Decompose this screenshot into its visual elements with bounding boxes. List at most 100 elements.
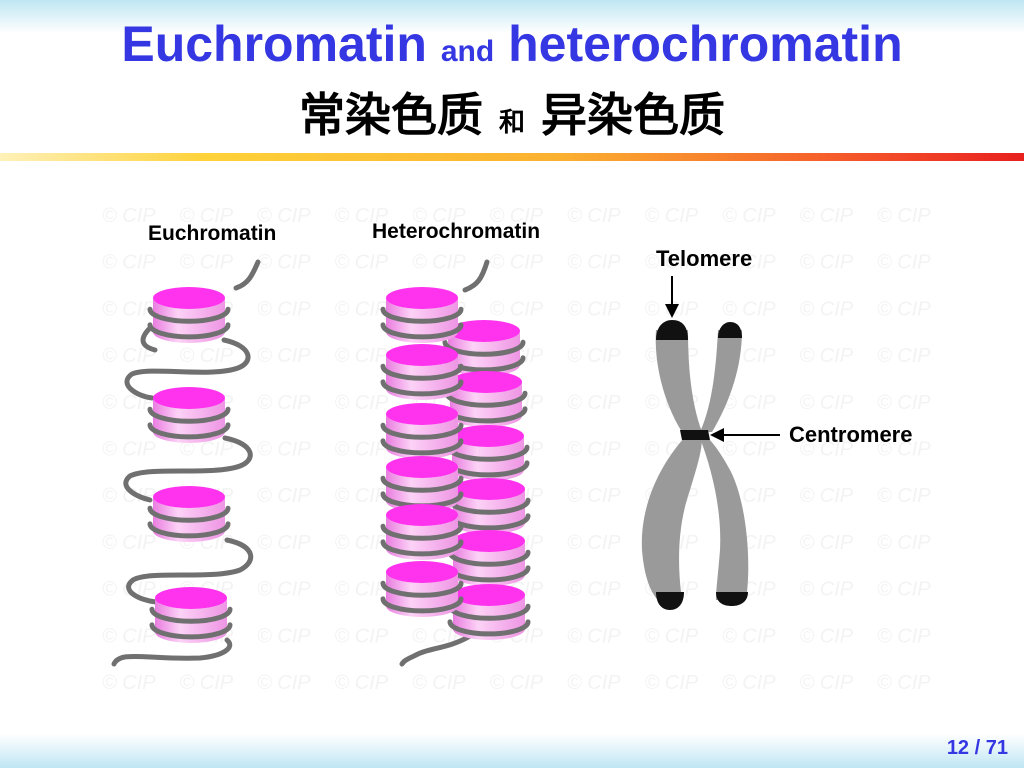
watermark-text: © CIP [257,345,311,367]
watermark-text: © CIP [335,252,389,274]
watermark-text: © CIP [800,672,854,694]
nucleosome [380,456,464,512]
watermark-text: © CIP [257,298,311,320]
header-background [0,0,1024,150]
dna-wrap [380,438,464,456]
watermark-text: © CIP [722,252,776,274]
dna-wrap [147,505,231,523]
watermark-text: © CIP [567,345,621,367]
dna-wrap [444,390,528,408]
nucleosome-top [453,478,525,500]
watermark-text: © CIP [567,298,621,320]
watermark-text: © CIP [102,485,156,507]
watermark-text: © CIP [412,672,466,694]
watermark-text: © CIP [180,439,234,461]
nucleosome-top [386,287,458,309]
slide-title-chinese: 常染色质 和 异染色质 [0,86,1024,152]
watermark-text: © CIP [567,439,621,461]
watermark-text: © CIP [335,672,389,694]
label-telomere: Telomere [656,246,752,271]
title-euchromatin: Euchromatin [121,16,427,72]
watermark-text: © CIP [180,205,234,227]
watermark-text: © CIP [102,532,156,554]
watermark-text: © CIP [335,439,389,461]
heterochromatin-dna-out [399,633,473,667]
chromosome-upper-left-arm [655,330,702,432]
nucleosome [380,287,464,343]
dna-wrap [147,322,231,340]
nucleosome [447,530,531,586]
watermark-text: © CIP [412,252,466,274]
watermark-text: © CIP [567,672,621,694]
watermark-text: © CIP [335,298,389,320]
watermark-text: © CIP [567,625,621,647]
nucleosome-top [448,320,520,342]
watermark-text: © CIP [490,252,544,274]
chromosome-lower-right-arm [700,438,749,600]
watermark-text: © CIP [567,392,621,414]
watermark-text: © CIP [800,439,854,461]
nucleosome-top [155,587,227,609]
watermark-text: © CIP [257,579,311,601]
watermark-text: © CIP [567,485,621,507]
watermark-text: © CIP [877,392,931,414]
telomere-top-left [656,320,688,340]
nucleosome-top [153,287,225,309]
watermark-text: © CIP [567,205,621,227]
title-heterochromatin: heterochromatin [508,16,903,72]
nucleosome-top [453,530,525,552]
watermark-text: © CIP [567,579,621,601]
watermark-text: © CIP [877,252,931,274]
telomere-bottom-left [656,592,684,610]
watermark-text: © CIP [722,625,776,647]
chromosome-upper-right-arm [700,330,742,432]
watermark-text: © CIP [800,532,854,554]
title-cn-heterochromatin: 异染色质 [541,88,726,142]
centromere-constriction [680,430,710,440]
watermark-text: © CIP [800,485,854,507]
dna-wrap [147,306,231,324]
watermark-text: © CIP [180,672,234,694]
nucleosome-top [386,561,458,583]
dna-wrap [149,606,233,624]
dna-wrap [380,379,464,397]
nucleosome-top [450,371,522,393]
watermark-text: © CIP [722,439,776,461]
watermark-text: © CIP [877,439,931,461]
dna-wrap [380,306,464,324]
euchromatin-dna-strand [111,259,261,667]
watermark-text: © CIP [645,672,699,694]
page-number: 12 / 71 [947,736,1008,760]
nucleosome-top [153,387,225,409]
watermark-text: © CIP [102,439,156,461]
watermark-text: © CIP [180,252,234,274]
watermark-text: © CIP [877,298,931,320]
watermark-text: © CIP [877,672,931,694]
heterochromatin-dna-in [462,259,490,293]
watermark-text: © CIP [335,485,389,507]
watermark-text: © CIP [800,392,854,414]
dna-wrap [380,363,464,381]
watermark-text: © CIP [645,625,699,647]
nucleosome [444,371,528,427]
watermark-text: © CIP [412,205,466,227]
watermark-text: © CIP [335,345,389,367]
watermark-text: © CIP [257,532,311,554]
dna-wrap [380,475,464,493]
footer-background [0,734,1024,768]
chromosome-illustration [641,320,749,610]
nucleosome-top [153,486,225,508]
label-heterochromatin: Heterochromatin [372,220,540,243]
nucleosome [149,587,233,643]
label-euchromatin: Euchromatin [148,222,276,245]
watermark-text: © CIP [257,392,311,414]
dna-wrap [447,603,531,621]
watermark-text: © CIP [800,345,854,367]
watermark-text: © CIP [800,298,854,320]
title-cn-and: 和 [498,108,525,138]
slide-title-english: Euchromatin and heterochromatin [0,14,1024,82]
euchromatin-illustration [111,259,261,667]
chromosome-lower-left-arm [641,438,702,600]
watermark-text: © CIP [257,205,311,227]
